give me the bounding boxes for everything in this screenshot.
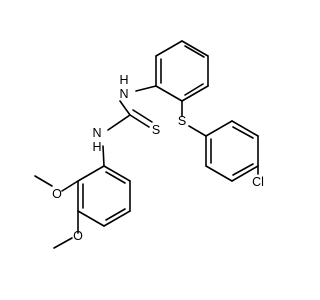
nh-bottom-n-label: N [92,126,101,140]
thioether-s-label: S [178,114,186,128]
methoxy-o-lower-label: O [73,229,83,243]
nh-top-n-label: N [119,87,128,101]
chlorophenyl-ring [205,120,259,182]
chloro-label: Cl [252,175,264,189]
nh-top-bonds [119,85,157,116]
molecule-diagram: H N N H S S Cl O O [34,40,264,249]
methoxy-o-upper-label: O [52,187,62,201]
nh-bottom-h-label: H [92,140,101,154]
thioether-bonds [181,100,207,137]
dimethoxyphenyl-ring [77,165,131,227]
upper-phenyl-ring [155,40,209,102]
structure-canvas: H N N H S S Cl O O [34,40,264,249]
thiourea-core [107,109,153,131]
methoxy-groups [34,175,79,249]
nh-bottom-bonds [102,145,105,167]
thione-s-label: S [152,123,160,137]
nh-top-h-label: H [119,73,128,87]
atom-labels: H N N H S S Cl O O [52,73,264,243]
